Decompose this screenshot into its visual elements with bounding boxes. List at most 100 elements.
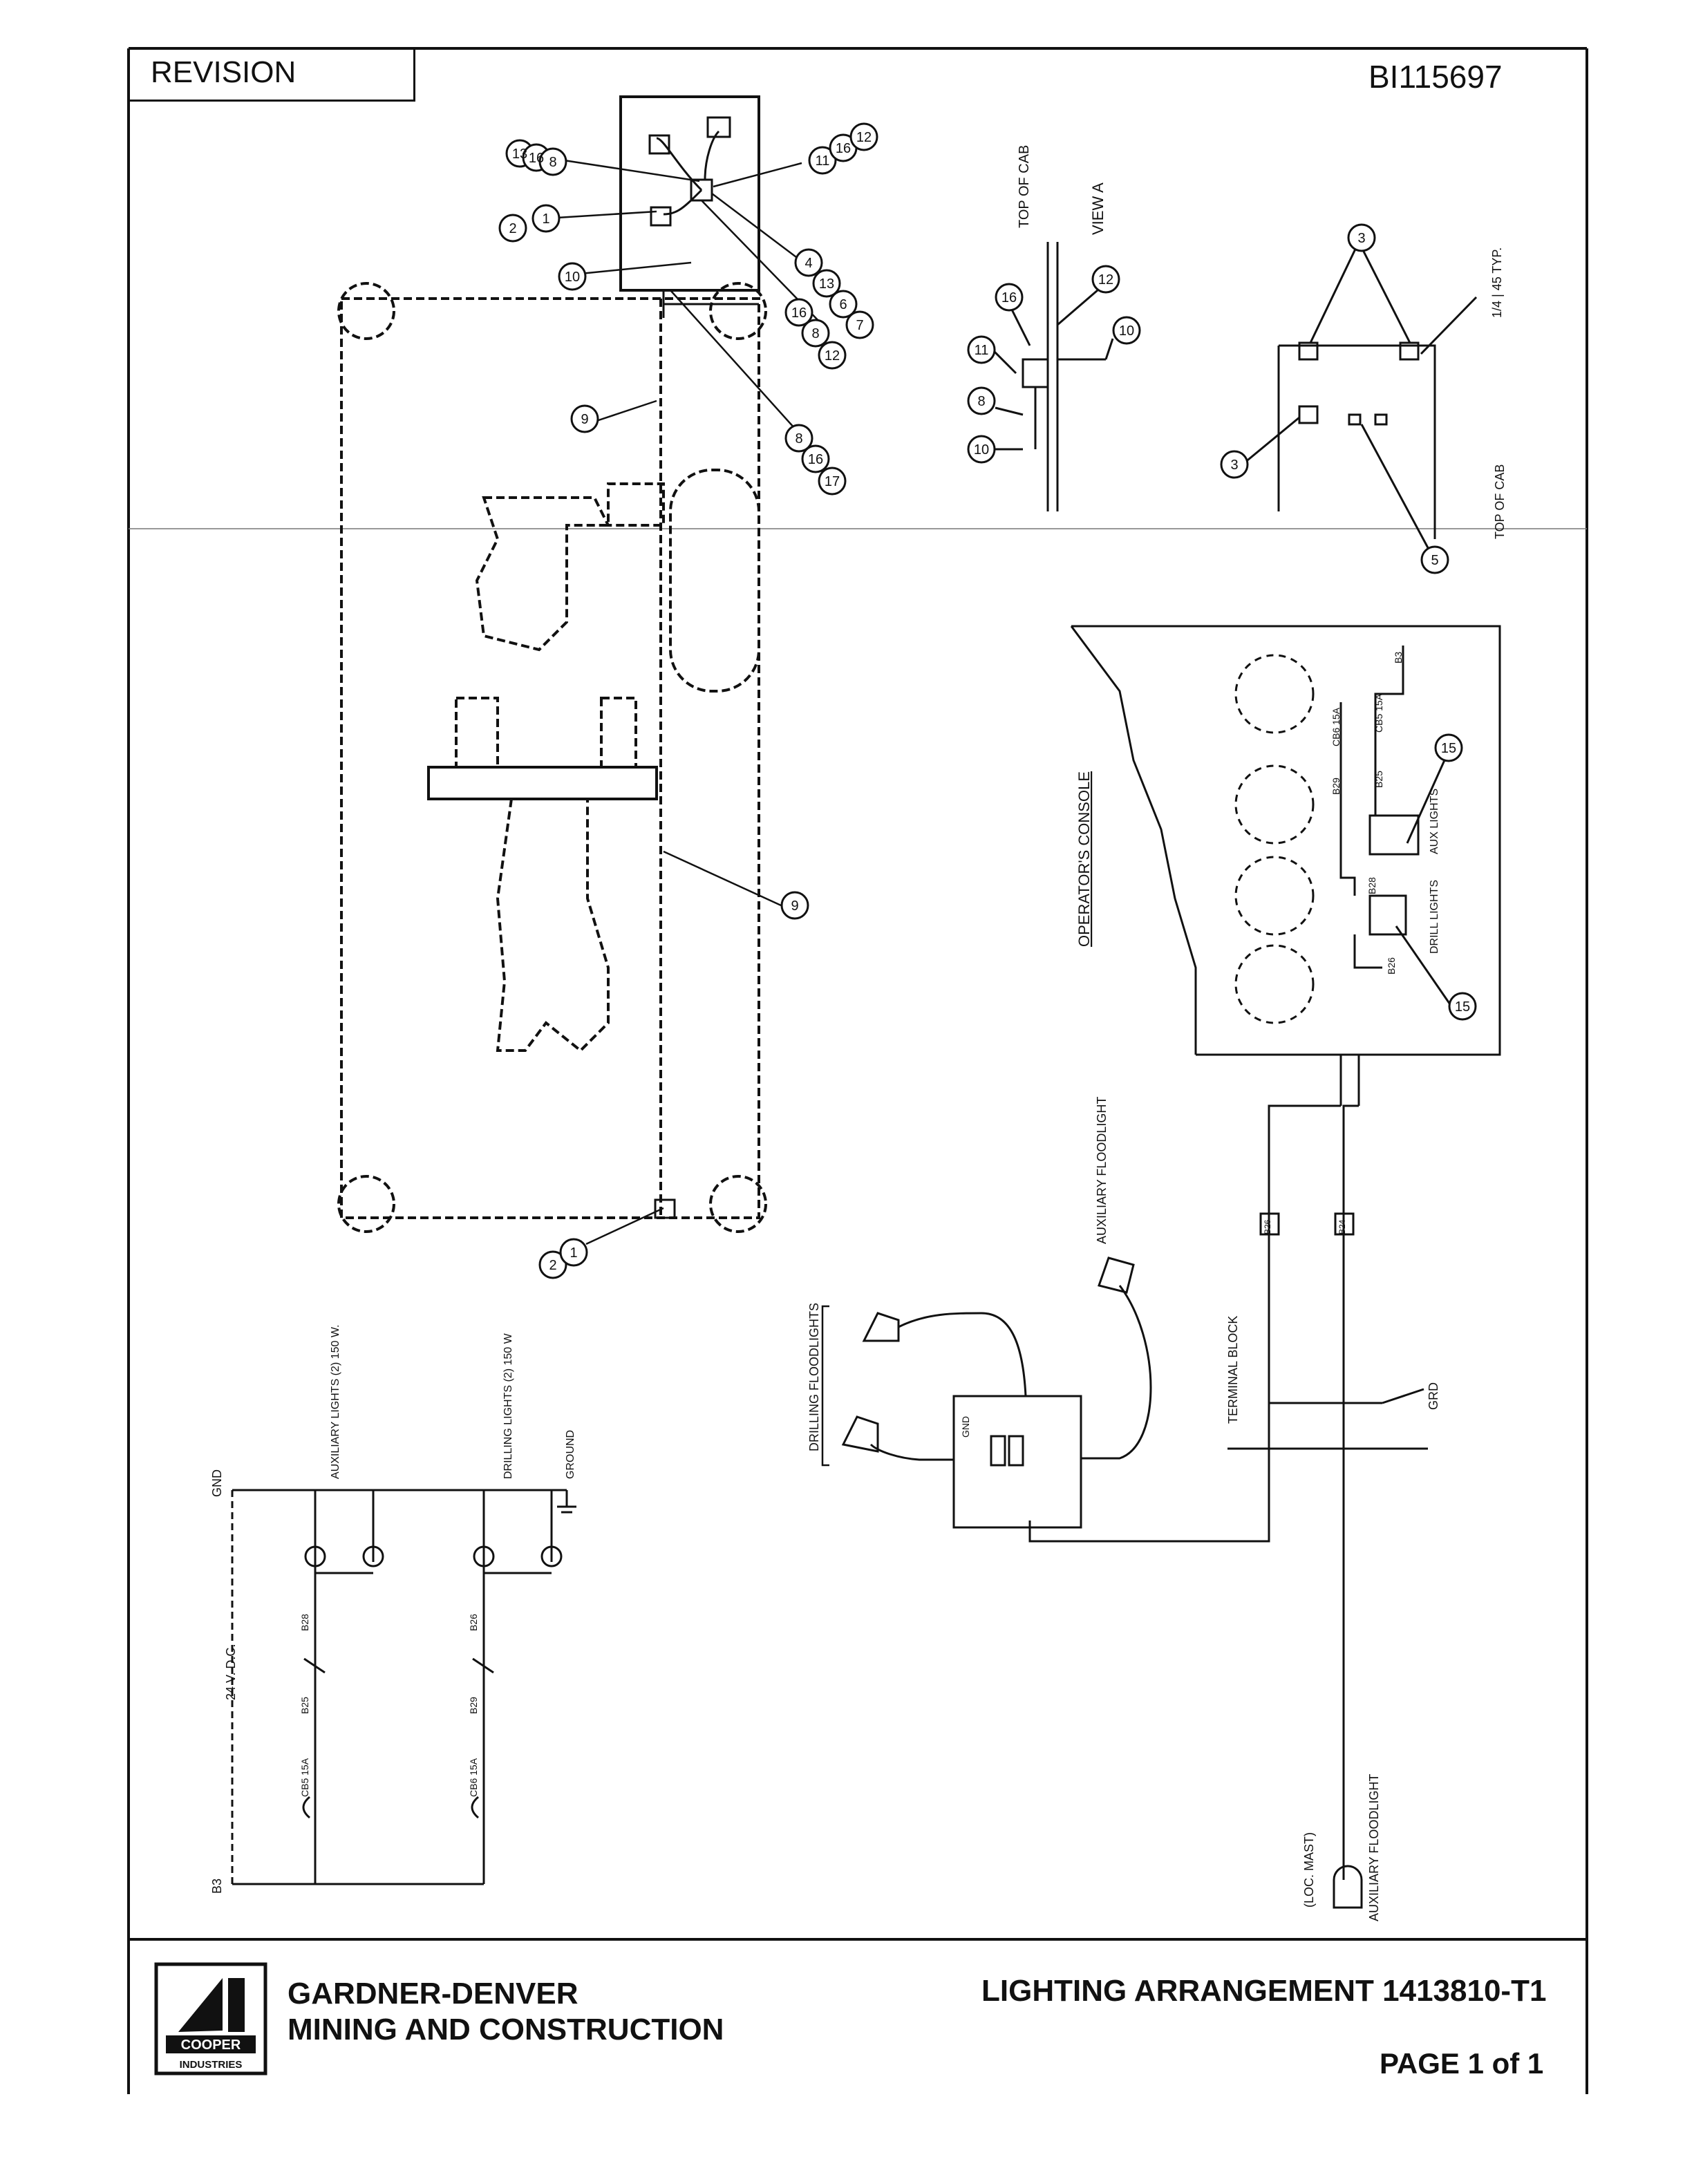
balloon-va-8: 8 bbox=[977, 394, 985, 409]
label-terminal-b26: B26 bbox=[1263, 1219, 1272, 1234]
balloon-ct-3b: 3 bbox=[1230, 458, 1238, 473]
cab-wire-4 bbox=[662, 290, 759, 318]
breaker-cb6 bbox=[471, 1796, 479, 1819]
balloon-9b: 9 bbox=[791, 898, 798, 914]
balloon-8b: 8 bbox=[811, 326, 819, 341]
document-number: BI115697 bbox=[1368, 59, 1503, 95]
machine-frame bbox=[340, 297, 760, 1219]
logo-text-cooper: COOPER bbox=[181, 2037, 241, 2053]
balloon-ct-5: 5 bbox=[1431, 553, 1438, 568]
label-console-cb5: CB5 15A bbox=[1373, 693, 1384, 733]
switch-b29 bbox=[472, 1657, 494, 1674]
label-voltage: 24 V. D.C. bbox=[224, 1644, 238, 1700]
cab-light-c bbox=[650, 206, 672, 227]
rear-light bbox=[654, 1198, 676, 1219]
light-pad-1 bbox=[1298, 341, 1319, 361]
label-schematic-b3: B3 bbox=[210, 1879, 224, 1894]
console-gauges bbox=[1234, 654, 1315, 1024]
label-schematic-gnd: GND bbox=[210, 1469, 224, 1497]
label-console-b26: B26 bbox=[1386, 957, 1397, 975]
label-console-b25: B25 bbox=[1373, 771, 1384, 788]
switch-b25 bbox=[303, 1657, 326, 1674]
auxiliary-floodlight-top bbox=[1098, 1256, 1135, 1294]
view-a-bracket bbox=[1022, 358, 1049, 388]
console-breakline bbox=[1070, 625, 1197, 1055]
balloon-8: 8 bbox=[549, 155, 556, 170]
balloon-16d: 16 bbox=[808, 452, 823, 467]
revision-box bbox=[130, 48, 415, 102]
rotary-head bbox=[427, 766, 658, 800]
balloon-numbers-top: 13 16 8 2 1 10 11 16 12 4 13 6 7 16 8 12… bbox=[509, 130, 872, 1273]
label-aux-lights-rating: AUXILIARY LIGHTS (2) 150 W. bbox=[330, 1325, 341, 1480]
flood-wire-3 bbox=[1081, 1285, 1152, 1460]
label-cb6: CB6 15A bbox=[468, 1758, 479, 1797]
balloon-9a: 9 bbox=[581, 412, 588, 427]
drilling-floodlight-1 bbox=[862, 1312, 900, 1342]
balloon-13b: 13 bbox=[819, 276, 834, 292]
label-console-b29: B29 bbox=[1330, 778, 1342, 795]
label-terminal-block: TERMINAL BLOCK bbox=[1226, 1316, 1240, 1424]
cab-top-detail bbox=[1243, 241, 1478, 554]
flood-wire-1 bbox=[898, 1312, 1027, 1397]
flood-wire-2 bbox=[869, 1443, 954, 1461]
switch-aux-lights bbox=[1368, 814, 1420, 856]
label-drill-lights-rating: DRILLING LIGHTS (2) 150 W bbox=[502, 1333, 514, 1479]
label-console-b28: B28 bbox=[1366, 877, 1377, 894]
balloons-top-view bbox=[498, 122, 878, 1279]
label-drill-lights: DRILL LIGHTS bbox=[1429, 880, 1440, 954]
balloon-6: 6 bbox=[839, 297, 847, 312]
page-number: PAGE 1 of 1 bbox=[1380, 2047, 1544, 2080]
junction-b24 bbox=[1008, 1435, 1024, 1467]
view-a bbox=[987, 242, 1114, 511]
label-auxiliary-floodlight-mast: AUXILIARY FLOODLIGHT bbox=[1367, 1774, 1381, 1921]
lamp-symbols bbox=[304, 1545, 563, 1568]
balloon-2: 2 bbox=[509, 221, 516, 236]
mast-outline bbox=[496, 798, 610, 1053]
balloons-view-a bbox=[967, 265, 1141, 464]
balloon-1: 1 bbox=[542, 211, 549, 227]
label-console-cb6: CB6 15A bbox=[1330, 707, 1342, 746]
terminal-block-wiring bbox=[821, 1104, 1428, 1909]
balloon-8c: 8 bbox=[795, 431, 802, 446]
head-part-2 bbox=[600, 697, 637, 769]
balloon-16: 16 bbox=[529, 151, 544, 166]
label-drilling-floodlights: DRILLING FLOODLIGHTS bbox=[807, 1303, 821, 1451]
wire-b26 bbox=[1028, 1104, 1341, 1543]
lighting-schematic bbox=[231, 1489, 576, 1885]
balloon-10: 10 bbox=[565, 270, 580, 285]
drawing-title: LIGHTING ARRANGEMENT 1413810-T1 bbox=[981, 1974, 1547, 2008]
balloon-12b: 12 bbox=[825, 348, 840, 364]
label-cb5: CB5 15A bbox=[299, 1758, 310, 1797]
cab-light-b bbox=[648, 134, 670, 155]
label-aux-lights: AUX LIGHTS bbox=[1429, 789, 1440, 854]
tank-outline bbox=[669, 469, 760, 693]
mast-floodlight bbox=[1333, 1865, 1363, 1909]
label-terminal-b24: B24 bbox=[1337, 1219, 1347, 1234]
balloon-13: 13 bbox=[512, 147, 527, 162]
switch-drill-lights bbox=[1368, 894, 1407, 936]
label-ground: GROUND bbox=[565, 1430, 576, 1479]
label-auxiliary-floodlight-top: AUXILIARY FLOODLIGHT bbox=[1095, 1097, 1109, 1244]
balloon-va-12: 12 bbox=[1098, 272, 1113, 288]
terminal-b26 bbox=[1259, 1212, 1280, 1236]
company-name-line2: MINING AND CONSTRUCTION bbox=[288, 2013, 724, 2046]
light-pad-3 bbox=[1298, 405, 1319, 424]
balloon-17: 17 bbox=[825, 474, 840, 489]
label-loc-mast: (LOC. MAST) bbox=[1302, 1832, 1316, 1908]
label-top-of-cab-1: TOP OF CAB bbox=[1017, 145, 1032, 228]
junction-box bbox=[952, 1395, 1082, 1529]
cab-wire-2 bbox=[663, 189, 703, 216]
balloon-ct-3a: 3 bbox=[1357, 231, 1365, 246]
balloon-11: 11 bbox=[816, 153, 830, 169]
corner-pad-bl bbox=[337, 1175, 395, 1233]
balloon-7: 7 bbox=[856, 318, 863, 333]
breaker-cb5 bbox=[302, 1796, 310, 1819]
balloon-16c: 16 bbox=[791, 305, 807, 321]
label-junction-gnd: GND bbox=[960, 1416, 971, 1438]
balloon-1b: 1 bbox=[570, 1245, 577, 1261]
junction-b26 bbox=[990, 1435, 1006, 1467]
label-console-b3: B3 bbox=[1393, 652, 1404, 663]
label-b29: B29 bbox=[468, 1697, 479, 1714]
label-b25: B25 bbox=[299, 1697, 310, 1714]
